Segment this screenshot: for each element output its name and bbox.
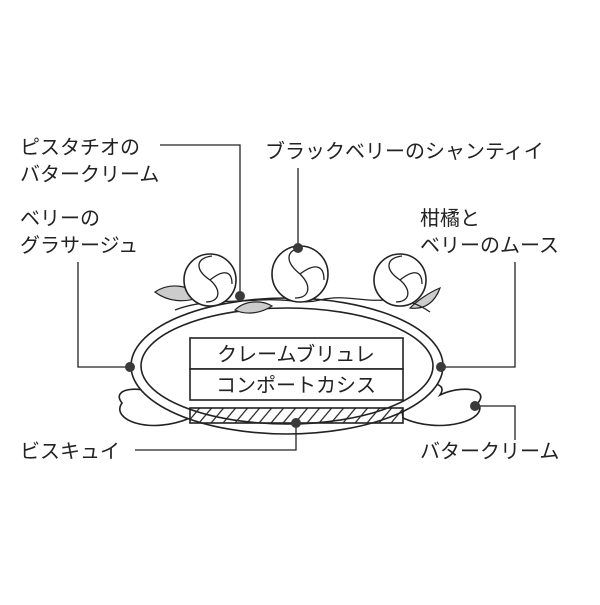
compote-cassis-layer [189, 368, 404, 401]
leader-butter-cream [475, 405, 516, 440]
label-biscuit: ビスキュイ [20, 439, 120, 463]
label-pistachio-line1: ピスタチオの [20, 135, 140, 159]
label-pistachio-line2: バタークリーム [20, 162, 159, 186]
label-blackberry-chantilly: ブラックベリーのシャンティイ [265, 139, 544, 163]
layer-label-compote-cassis: コンポートカシス [216, 373, 376, 397]
rosette-right [373, 253, 427, 307]
label-glaze-line1: ベリーの [20, 206, 100, 230]
label-butter-cream: バタークリーム [420, 439, 559, 463]
leader-pistachio [160, 144, 241, 296]
leader-biscuit [135, 423, 297, 451]
leader-dots [125, 243, 480, 428]
label-mousse-line2: ベリーのムース [420, 233, 559, 257]
label-mousse-line1: 柑橘と [420, 206, 480, 230]
leader-glaze [77, 262, 130, 368]
label-glaze-line2: グラサージュ [20, 233, 138, 257]
pistachio-rosette [183, 253, 237, 307]
layer-label-creme-brulee: クレームブリュレ [217, 342, 375, 366]
leader-mousse [441, 262, 516, 368]
blackberry-chantilly-rosette [271, 245, 329, 303]
creme-brulee-layer [189, 337, 404, 370]
